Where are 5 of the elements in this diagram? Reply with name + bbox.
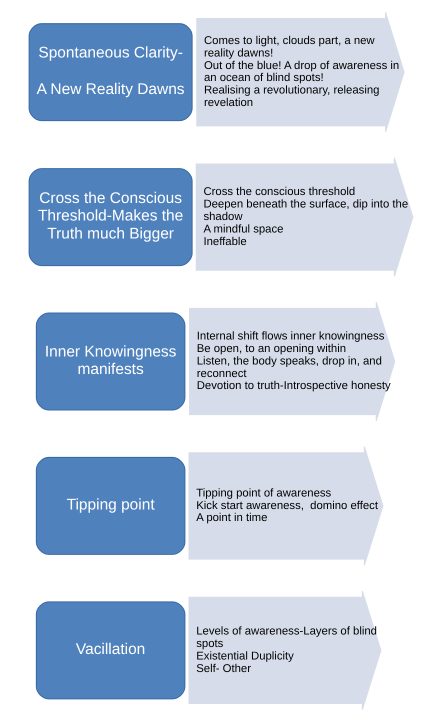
node-box: Vacillation	[36, 601, 186, 700]
node-box: Cross the Conscious Threshold-Makes the Truth much Bigger	[28, 168, 193, 266]
node-box: Spontaneous Clarity- A New Reality Dawns	[28, 23, 193, 122]
node-box: Tipping point	[36, 456, 186, 555]
node-box: Inner Knowingness manifests	[36, 312, 186, 411]
